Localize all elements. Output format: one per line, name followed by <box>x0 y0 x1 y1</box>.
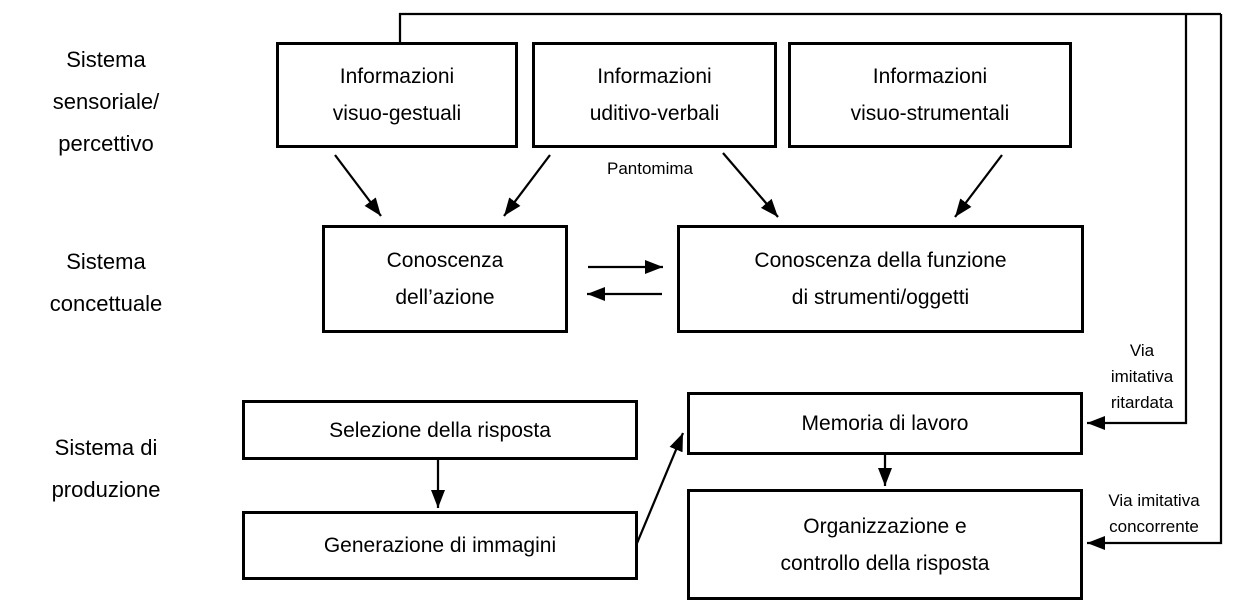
box-label-line: visuo-gestuali <box>332 102 462 125</box>
box-label-line: Informazioni <box>339 65 455 88</box>
label-sistema-sensoriale-percettivo: Sistema sensoriale/ percettivo <box>0 39 212 165</box>
box-label-line: Informazioni <box>872 65 988 88</box>
arrow-via-imitativa-concorrente <box>1087 14 1223 550</box>
label-line: concettuale <box>49 291 163 316</box>
box-informazioni-uditivo-verbali: Informazioni uditivo-verbali <box>532 42 777 148</box>
box-label-line: visuo-strumentali <box>850 102 1010 125</box>
box-organizzazione-controllo-risposta: Organizzazione e controllo della rispost… <box>687 489 1083 600</box>
box-label-line: Memoria di lavoro <box>801 412 969 435</box>
box-label-line: Generazione di immagini <box>323 534 557 557</box>
label-via-imitativa-ritardata: Via imitativa ritardata <box>1096 338 1188 416</box>
box-label-line: dell’azione <box>395 286 495 309</box>
label-pantomima: Pantomima <box>570 158 730 179</box>
label-line: imitativa <box>1110 367 1174 386</box>
box-memoria-lavoro: Memoria di lavoro <box>687 392 1083 455</box>
box-label-line: Conoscenza della funzione <box>754 249 1007 272</box>
box-informazioni-visuo-gestuali: Informazioni visuo-gestuali <box>276 42 518 148</box>
box-generazione-immagini: Generazione di immagini <box>242 511 638 580</box>
arrow-uditivo-verbali-to-conoscenza-funzione <box>722 152 779 218</box>
label-line: Via imitativa <box>1108 491 1200 510</box>
arrow-via-imitativa-ritardata <box>1087 14 1188 430</box>
box-conoscenza-azione: Conoscenza dell’azione <box>322 225 568 333</box>
label-line: Sistema <box>66 47 146 72</box>
box-label-line: di strumenti/oggetti <box>791 286 970 309</box>
arrow-generazione-to-memoria <box>633 432 685 549</box>
top-routing-line <box>398 12 1221 42</box>
arrow-visuo-gestuali-to-conoscenza-azione <box>334 154 382 217</box>
box-informazioni-visuo-strumentali: Informazioni visuo-strumentali <box>788 42 1072 148</box>
label-line: Via <box>1129 341 1155 360</box>
label-line: concorrente <box>1109 517 1199 536</box>
box-label-line: Organizzazione e <box>803 514 967 538</box>
label-sistema-concettuale: Sistema concettuale <box>0 241 212 325</box>
box-conoscenza-funzione-strumenti: Conoscenza della funzione di strumenti/o… <box>677 225 1084 333</box>
label-line: produzione <box>51 477 161 502</box>
box-selezione-risposta: Selezione della risposta <box>242 400 638 460</box>
label-line: ritardata <box>1110 393 1174 412</box>
box-label-line: Informazioni <box>597 65 712 88</box>
label-line: Sistema <box>66 249 146 274</box>
label-line: Sistema di <box>54 435 158 460</box>
arrow-visuo-strumentali-to-conoscenza-funzione <box>954 154 1003 218</box>
label-via-imitativa-concorrente: Via imitativa concorrente <box>1088 488 1220 540</box>
label-line: sensoriale/ <box>52 89 160 114</box>
box-label-line: controllo della risposta <box>780 551 990 575</box>
box-label-line: Selezione della risposta <box>329 418 551 442</box>
label-sistema-di-produzione: Sistema di produzione <box>0 427 212 511</box>
label-line: Pantomima <box>607 159 693 178</box>
box-label-line: Conoscenza <box>386 249 504 272</box>
arrow-uditivo-verbali-to-conoscenza-azione <box>503 154 551 217</box>
label-line: percettivo <box>58 131 154 156</box>
box-label-line: uditivo-verbali <box>589 102 720 125</box>
